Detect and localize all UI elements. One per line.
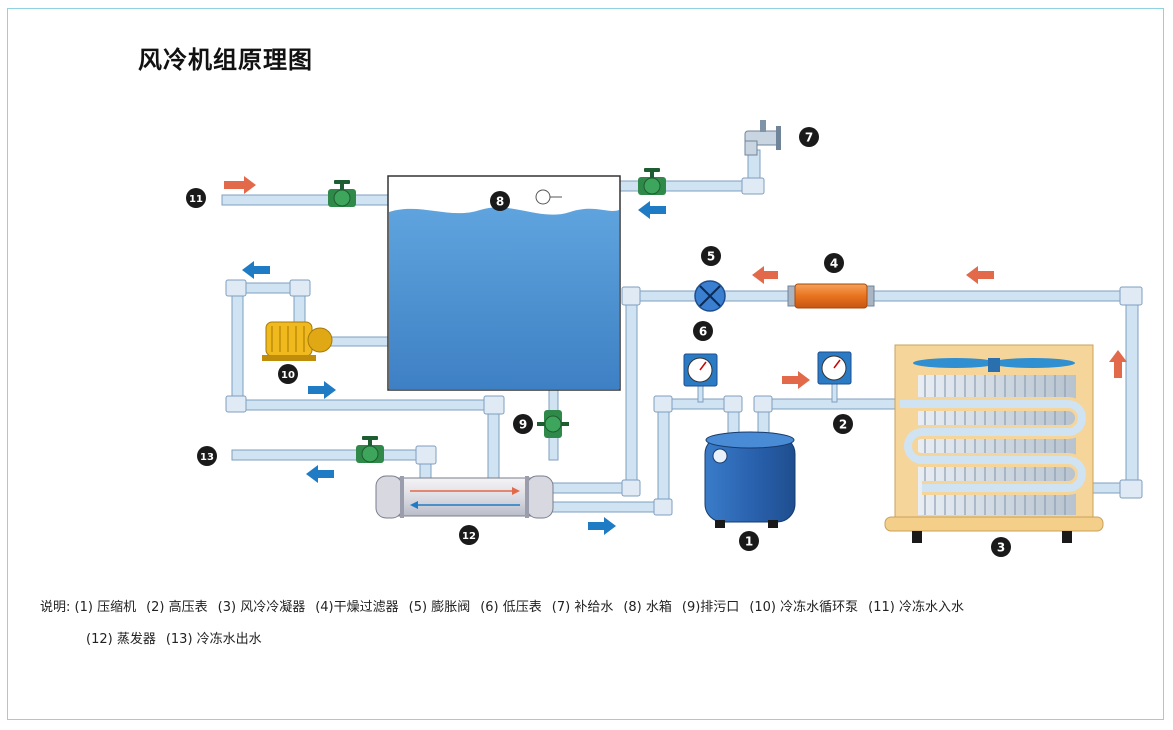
legend-row-2: (12) 蒸发器 (13) 冷冻水出水 [40, 624, 1150, 656]
gauge-high-pressure [817, 351, 852, 385]
pipe-inlet [221, 194, 389, 206]
pipe-lp-v1 [657, 398, 670, 510]
valve-makeup [638, 168, 666, 195]
legend-items-row-2: (12) 蒸发器 (13) 冷冻水出水 [86, 632, 272, 647]
arrow-ref-top-right [966, 266, 994, 284]
svg-text:6: 6 [699, 325, 707, 339]
svg-text:12: 12 [462, 531, 476, 542]
water-tank [387, 175, 621, 391]
arrow-hp [782, 371, 810, 389]
legend-prefix: 说明: [40, 600, 71, 615]
fan-blade-right [991, 358, 1075, 368]
svg-text:4: 4 [830, 257, 838, 271]
legend-item: (13) 冷冻水出水 [165, 632, 262, 647]
pipe-pump-left [231, 282, 244, 409]
legend-items-row-1: (1) 压缩机 (2) 高压表 (3) 风冷冷凝器 (4)干燥过滤器 (5) 膨胀阀 (6… [75, 600, 974, 615]
badge-2: 2 [833, 414, 853, 434]
valve-inlet [328, 180, 356, 207]
svg-text:9: 9 [519, 418, 527, 432]
legend-item: (10) 冷冻水循环泵 [749, 600, 859, 615]
arrow-pump-bottom [308, 381, 336, 399]
pipe-pump-bottom [231, 399, 501, 411]
badge-13: 13 [197, 446, 217, 466]
svg-text:8: 8 [496, 195, 504, 209]
legend-item: (1) 压缩机 [74, 600, 137, 615]
pipe-hp-h [759, 398, 901, 410]
svg-text:1: 1 [745, 535, 753, 549]
legend-item: (6) 低压表 [480, 600, 542, 615]
valve-outlet [356, 436, 384, 463]
compressor [704, 431, 796, 528]
flow-arrows [224, 176, 1127, 535]
badge-1: 1 [739, 531, 759, 551]
svg-text:7: 7 [805, 131, 813, 145]
evaporator [375, 475, 554, 519]
arrow-ref-up [1109, 350, 1127, 378]
badge-4: 4 [824, 253, 844, 273]
legend-item: (9)排污口 [681, 600, 740, 615]
svg-text:10: 10 [281, 370, 295, 381]
arrow-inlet [224, 176, 256, 194]
legend-item: (7) 补给水 [551, 600, 614, 615]
legend: 说明: (1) 压缩机 (2) 高压表 (3) 风冷冷凝器 (4)干燥过滤器 (5) 膨… [40, 592, 1150, 656]
circulation-pump [262, 321, 333, 361]
badge-5: 5 [701, 246, 721, 266]
pipe-lp-bottom [547, 501, 669, 513]
badge-3: 3 [991, 537, 1011, 557]
pipe-outlet [231, 449, 431, 461]
badge-10: 10 [278, 364, 298, 384]
legend-item: (4)干燥过滤器 [315, 600, 399, 615]
arrow-pump-top [242, 261, 270, 279]
arrow-makeup [638, 201, 666, 219]
number-badges: 1 2 3 4 5 6 7 8 9 10 11 12 13 [186, 127, 1011, 557]
gauges [683, 351, 852, 387]
gauge6-stem [697, 383, 704, 403]
faucet [744, 120, 781, 156]
gauge2-stem [831, 383, 838, 403]
valve-drain [537, 410, 569, 438]
pipe-ref-left-v [625, 290, 638, 494]
air-cooled-condenser [884, 344, 1104, 543]
svg-text:13: 13 [200, 452, 214, 463]
arrow-ref-top-left [752, 266, 778, 284]
badge-9: 9 [513, 414, 533, 434]
gauge-low-pressure [683, 353, 718, 387]
legend-item: (2) 高压表 [146, 600, 208, 615]
svg-text:5: 5 [707, 250, 715, 264]
svg-text:11: 11 [189, 194, 203, 205]
legend-item: (12) 蒸发器 [86, 632, 156, 647]
legend-item: (5) 膨胀阀 [408, 600, 471, 615]
dryer-filter [787, 283, 875, 309]
legend-item: (8) 水箱 [623, 600, 672, 615]
legend-item: (11) 冷冻水入水 [868, 600, 964, 615]
float-ball [535, 189, 551, 205]
legend-item: (3) 风冷冷凝器 [217, 600, 306, 615]
badge-11: 11 [186, 188, 206, 208]
expansion-valve [694, 280, 726, 312]
badge-12: 12 [459, 525, 479, 545]
arrow-outlet [306, 465, 334, 483]
fan-blade-left [913, 358, 997, 368]
badge-6: 6 [693, 321, 713, 341]
valves [328, 168, 666, 463]
page-title: 风冷机组原理图 [138, 46, 313, 74]
arrow-lp [588, 517, 616, 535]
svg-text:3: 3 [997, 541, 1005, 555]
svg-text:2: 2 [839, 418, 847, 432]
legend-row-1: 说明: (1) 压缩机 (2) 高压表 (3) 风冷冷凝器 (4)干燥过滤器 (5) 膨… [40, 592, 1150, 624]
pipe-ref-right-v [1125, 290, 1139, 492]
badge-8: 8 [490, 191, 510, 211]
badge-7: 7 [799, 127, 819, 147]
